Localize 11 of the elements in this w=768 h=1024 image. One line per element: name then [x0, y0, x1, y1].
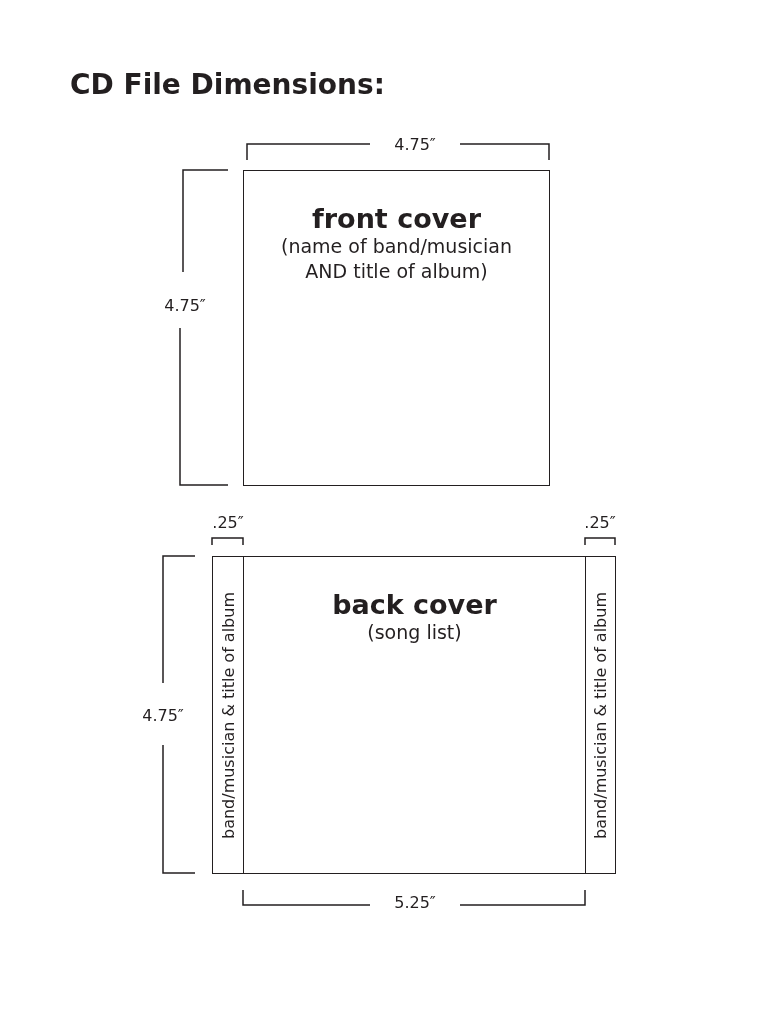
panel-description: (song list): [366, 620, 463, 645]
spine-panel: [585, 556, 616, 874]
panel-title: back cover: [331, 589, 498, 620]
spine-panel: [212, 556, 244, 874]
spine-text: band/musician & title of album: [591, 591, 610, 839]
cover-panel: [243, 170, 550, 486]
panel-description: (name of band/musician AND title of album): [279, 234, 513, 284]
title: CD File Dimensions:: [70, 68, 385, 101]
cover-panel: [243, 556, 586, 874]
panel-title: front cover: [311, 203, 482, 234]
spine-text: band/musician & title of album: [218, 591, 238, 839]
